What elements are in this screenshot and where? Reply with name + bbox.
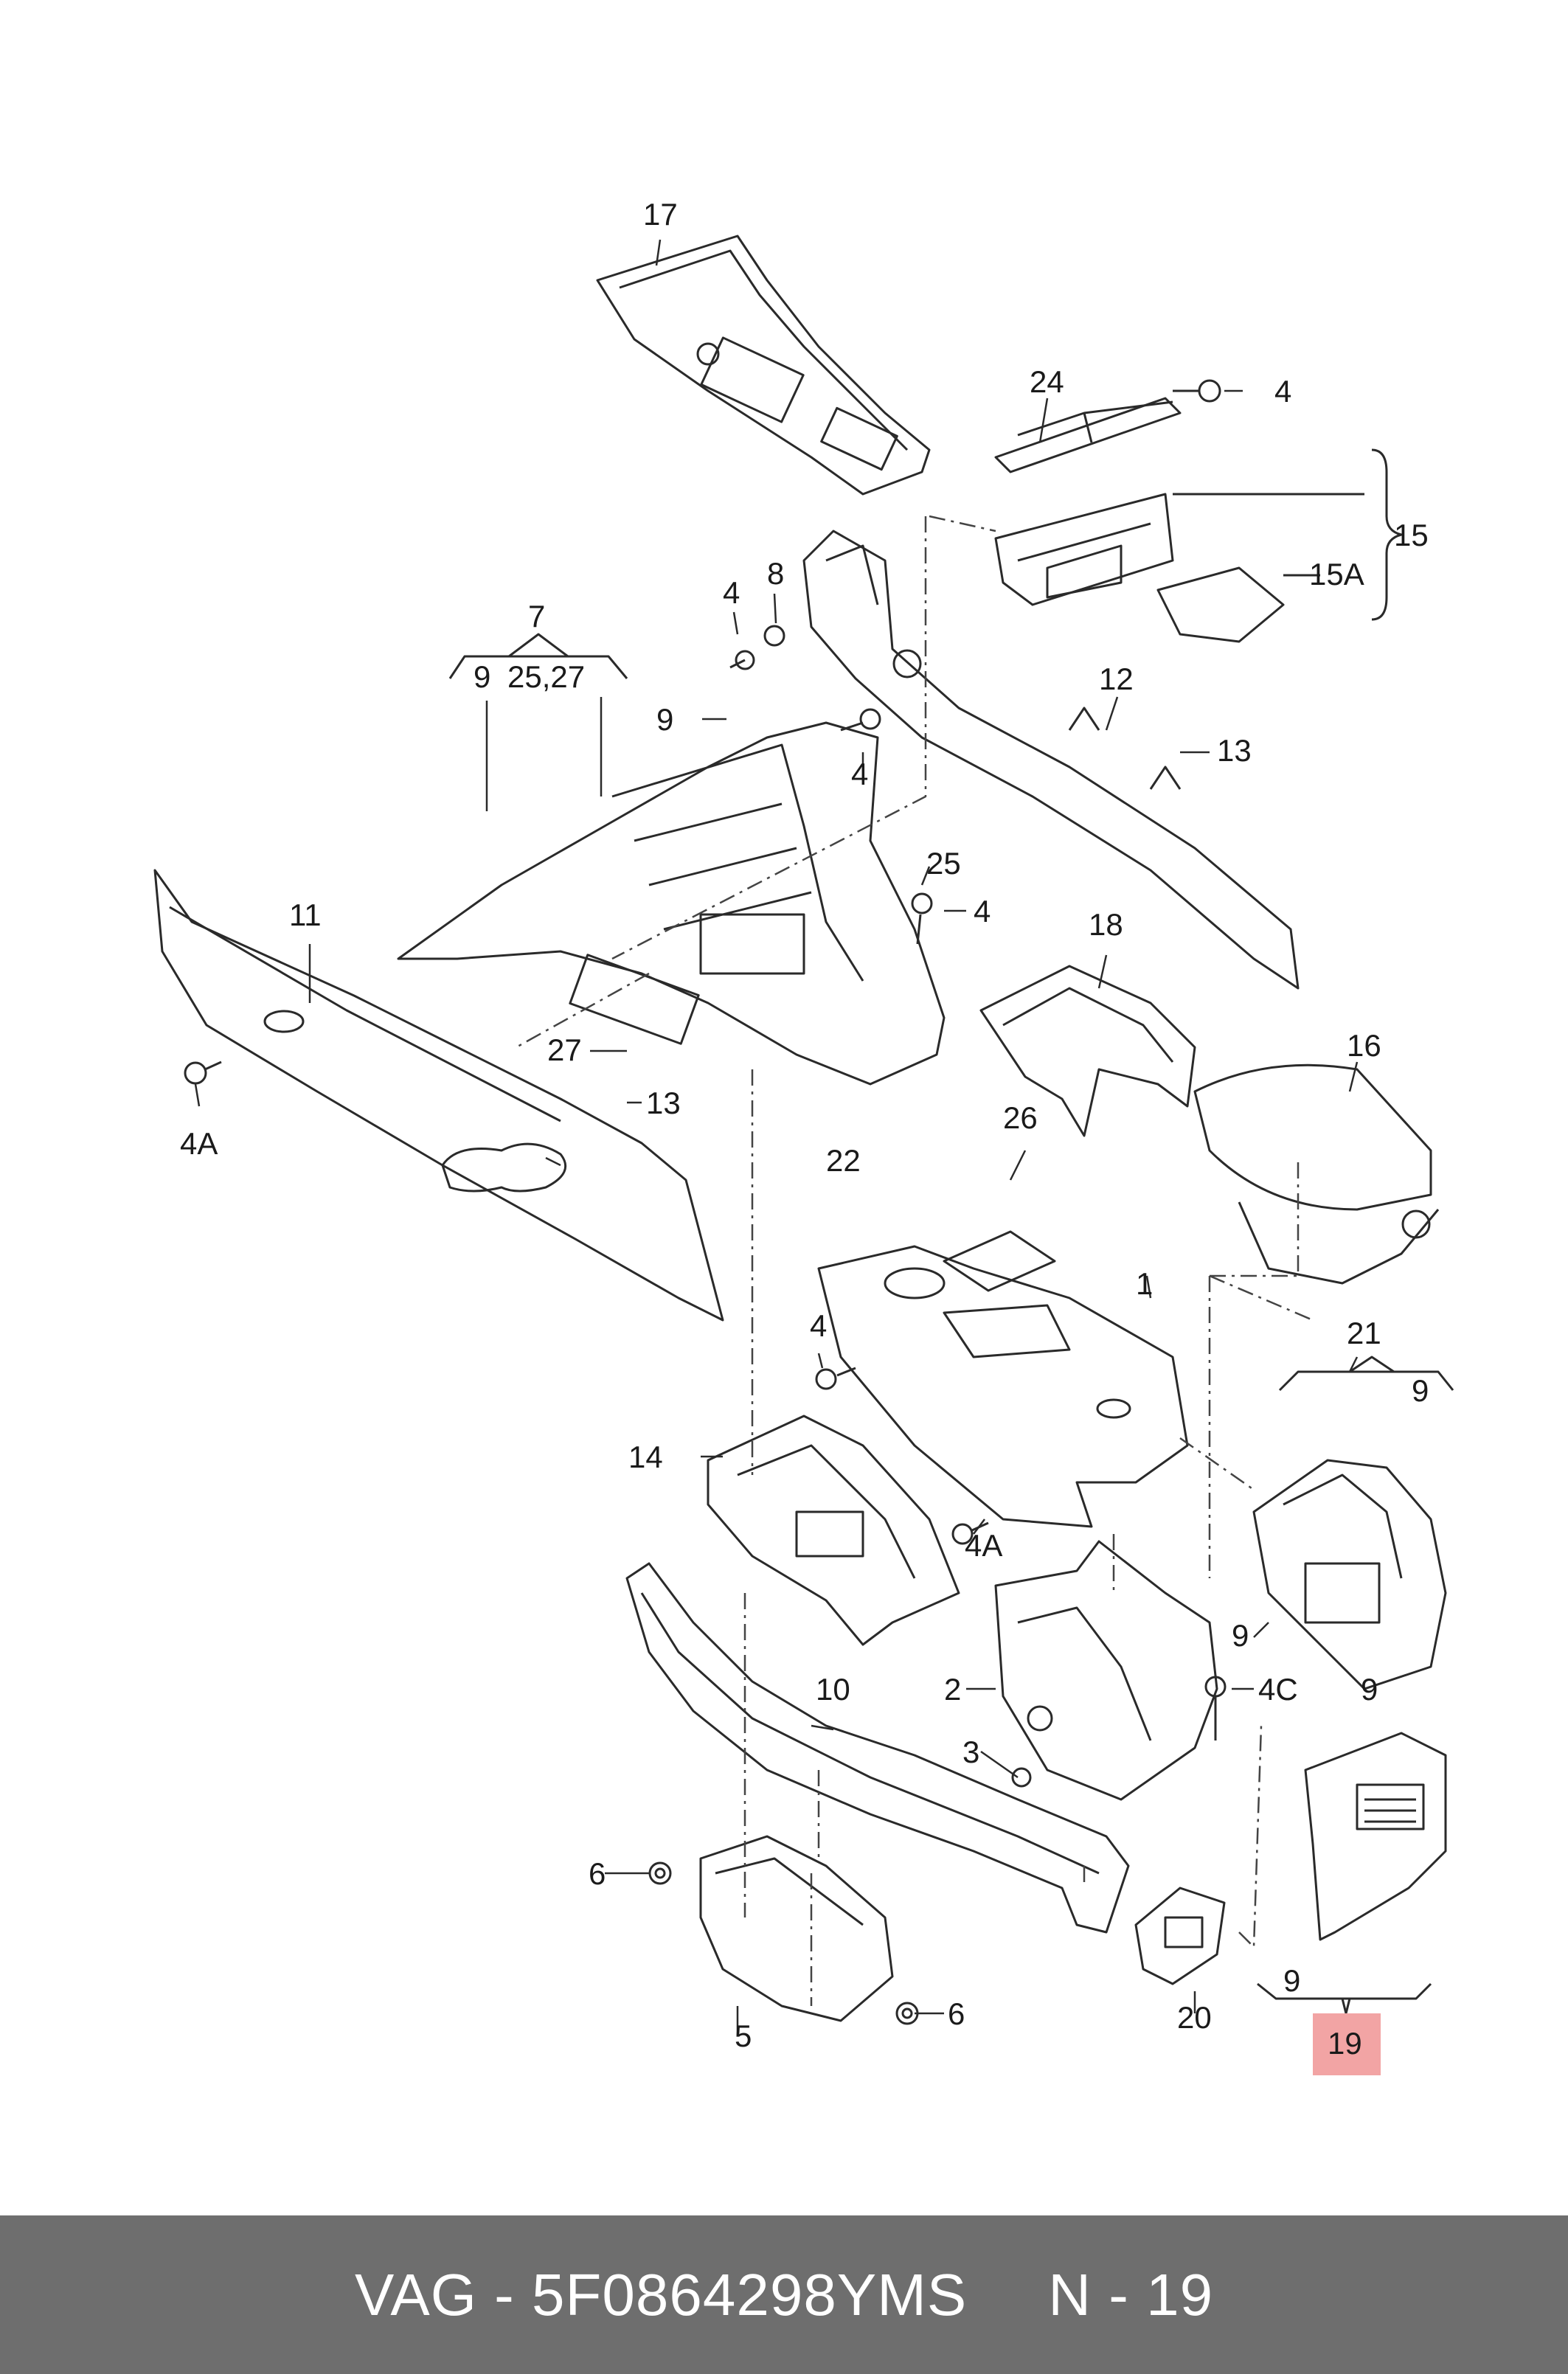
callout-21: 21 bbox=[1347, 1316, 1381, 1350]
callout-6: 6 bbox=[948, 1996, 965, 2031]
part-10-air-duct bbox=[625, 1562, 1130, 1934]
part-19-rear-vent-panel bbox=[1304, 1732, 1447, 1941]
callout-4c: 4C bbox=[1258, 1672, 1298, 1707]
footer-part-number: VAG - 5F0864298YMS bbox=[354, 2261, 968, 2328]
part-21-rear-panel bbox=[1252, 1459, 1447, 1690]
part-26-mat bbox=[943, 1230, 1056, 1292]
part-14-lower-bracket bbox=[707, 1415, 960, 1646]
callout-7: 7 bbox=[528, 599, 545, 634]
bracket-7 bbox=[448, 633, 628, 679]
callout-4: 4 bbox=[810, 1308, 827, 1343]
callout-4a: 4A bbox=[965, 1528, 1002, 1563]
callout-leaders bbox=[194, 239, 1359, 2035]
callout-17: 17 bbox=[643, 197, 678, 232]
callout-2: 2 bbox=[944, 1672, 961, 1707]
part-20-vent bbox=[1134, 1887, 1226, 1985]
callout-9: 9 bbox=[1232, 1618, 1249, 1653]
callout-22: 22 bbox=[826, 1143, 861, 1178]
callout-25-27: 25,27 bbox=[507, 659, 585, 694]
callout-20: 20 bbox=[1177, 2000, 1212, 2035]
part-18-bracket bbox=[979, 965, 1196, 1137]
part-17-upper-trim bbox=[596, 235, 931, 496]
part-12-side-trim bbox=[802, 530, 1300, 990]
callout-16: 16 bbox=[1347, 1028, 1381, 1063]
callout-5: 5 bbox=[735, 2019, 752, 2053]
callout-27: 27 bbox=[547, 1032, 582, 1067]
part-16-armrest bbox=[1193, 1063, 1440, 1285]
footer-bar: VAG - 5F0864298YMS N - 19 bbox=[0, 2215, 1568, 2374]
callout-4: 4 bbox=[723, 575, 740, 610]
callout-4: 4 bbox=[974, 894, 991, 929]
part-7-console-frame bbox=[397, 721, 946, 1086]
callout-11: 11 bbox=[289, 898, 322, 932]
callout-1: 1 bbox=[1136, 1266, 1153, 1301]
bracket-21 bbox=[1278, 1356, 1454, 1392]
part-2-support bbox=[994, 1540, 1218, 1801]
callout-3: 3 bbox=[962, 1735, 979, 1769]
part-5-mount-bracket bbox=[699, 1835, 894, 2022]
part-1-console-body bbox=[817, 1245, 1189, 1528]
callout-14: 14 bbox=[628, 1440, 663, 1474]
callout-6: 6 bbox=[589, 1856, 606, 1891]
callout-25: 25 bbox=[926, 846, 961, 881]
part-15-storage-tray bbox=[994, 493, 1174, 606]
callout-4: 4 bbox=[1274, 374, 1291, 409]
highlight-19 bbox=[1313, 2013, 1381, 2075]
bracket-15 bbox=[1371, 448, 1403, 621]
leader-lines bbox=[516, 515, 1314, 2006]
part-15a-mat bbox=[1156, 566, 1285, 643]
callout-9: 9 bbox=[473, 659, 490, 694]
footer-reference: N - 19 bbox=[1048, 2261, 1214, 2328]
part-24-bracket bbox=[994, 397, 1182, 473]
callout-9: 9 bbox=[656, 702, 673, 737]
callout-26: 26 bbox=[1003, 1100, 1038, 1135]
callout-15a: 15A bbox=[1309, 557, 1364, 591]
callout-8: 8 bbox=[767, 556, 784, 591]
part-22-gasket bbox=[441, 1142, 567, 1193]
callout-13: 13 bbox=[646, 1086, 681, 1120]
callout-19-highlighted: 19 bbox=[1328, 2026, 1362, 2061]
callout-4: 4 bbox=[851, 757, 868, 791]
exploded-parts-diagram: 17 24 4 15 15A 4 8 7 9 25,27 9 4 12 13 1… bbox=[153, 197, 1454, 2075]
callout-24: 24 bbox=[1030, 364, 1064, 399]
callout-15: 15 bbox=[1394, 518, 1429, 552]
callout-12: 12 bbox=[1099, 662, 1134, 696]
callout-9: 9 bbox=[1361, 1672, 1378, 1707]
callout-4a: 4A bbox=[180, 1126, 218, 1161]
callout-10: 10 bbox=[816, 1672, 850, 1707]
callout-13: 13 bbox=[1217, 733, 1252, 768]
fasteners bbox=[184, 379, 1227, 2025]
part-11-left-side-panel bbox=[153, 869, 724, 1322]
callout-9: 9 bbox=[1412, 1373, 1429, 1408]
callout-18: 18 bbox=[1089, 907, 1123, 942]
callout-9: 9 bbox=[1283, 1963, 1300, 1998]
